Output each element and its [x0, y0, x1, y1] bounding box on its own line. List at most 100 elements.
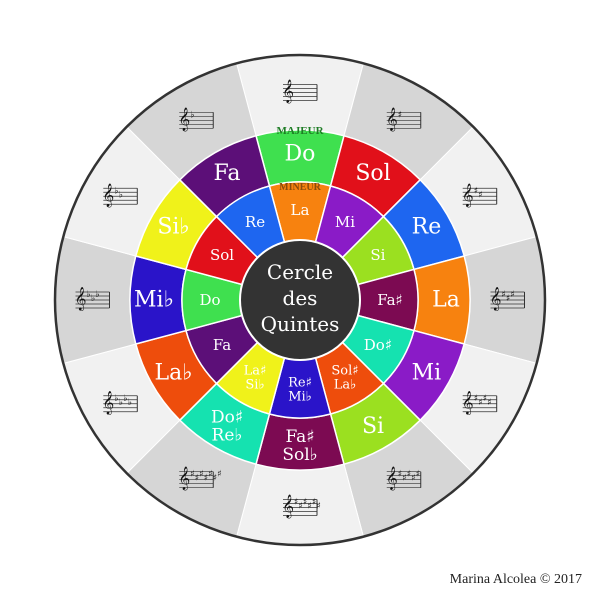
- staff-icon: 𝄞♯♯: [462, 182, 498, 207]
- minor-ring-label: MINEUR: [279, 182, 321, 193]
- accidental-mark: ♭: [128, 398, 132, 408]
- credit-text: Marina Alcolea © 2017: [449, 572, 582, 587]
- accidental-mark: ♯: [487, 398, 491, 408]
- center-disc: Cercle des Quintes: [239, 239, 361, 361]
- treble-clef-icon: 𝄞: [75, 286, 87, 311]
- accidental-mark: ♯: [402, 474, 406, 484]
- accidental-mark: ♯: [407, 470, 411, 480]
- minor-key-label: Sol♯: [331, 363, 358, 378]
- treble-clef-icon: 𝄞: [386, 466, 398, 491]
- accidental-mark: ♭: [87, 290, 91, 300]
- minor-key-label: Sol: [210, 246, 234, 264]
- major-key-label: Re: [412, 215, 442, 240]
- staff-icon: 𝄞♭♭: [102, 182, 138, 207]
- major-key-label: Mi♭: [134, 288, 174, 313]
- major-key-label: Do♯: [211, 407, 243, 427]
- accidental-mark: ♯: [474, 186, 478, 196]
- minor-key-label: La: [291, 201, 310, 219]
- accidental-mark: ♯: [294, 498, 298, 508]
- minor-key-label: Do♯: [364, 336, 392, 354]
- accidental-mark: ♯: [199, 470, 203, 480]
- accidental-mark: ♯: [208, 470, 212, 480]
- treble-clef-icon: 𝄞: [490, 286, 502, 311]
- center-line-1: Cercle: [267, 260, 333, 284]
- center-line-2: des: [283, 286, 318, 310]
- accidental-mark: ♯: [317, 502, 321, 512]
- accidental-mark: ♭: [119, 190, 123, 200]
- minor-key-segment: La: [268, 181, 332, 243]
- minor-key-label: Do: [199, 291, 220, 309]
- accidental-mark: ♯: [308, 502, 312, 512]
- major-key-label: Fa♯: [285, 427, 314, 447]
- minor-key-label: Fa♯: [377, 291, 403, 309]
- accidental-mark: ♯: [204, 474, 208, 484]
- major-key-label: Fa: [214, 161, 241, 186]
- major-key-label: Mi: [412, 361, 442, 386]
- minor-key-label: Mi♭: [288, 390, 312, 405]
- minor-key-label: Fa: [213, 336, 231, 354]
- accidental-mark: ♯: [213, 474, 217, 484]
- major-key-label: Sol: [355, 161, 390, 186]
- minor-key-label: Re: [245, 213, 265, 231]
- staff-icon: 𝄞♯♯♯♯♯: [386, 466, 422, 491]
- major-key-segment: Re: [382, 178, 466, 271]
- treble-clef-icon: 𝄞: [386, 106, 398, 131]
- major-key-label: Si♭: [157, 215, 189, 240]
- treble-clef-icon: 𝄞: [178, 106, 190, 131]
- accidental-mark: ♯: [478, 398, 482, 408]
- center-line-3: Quintes: [261, 312, 340, 336]
- treble-clef-icon: 𝄞: [178, 466, 190, 491]
- major-key-segment: Fa♯Sol♭: [255, 413, 345, 471]
- major-ring-label: MAJEUR: [276, 125, 324, 137]
- accidental-mark: ♯: [502, 290, 506, 300]
- staff-icon: 𝄞♯♯♯♯♯♯: [282, 494, 321, 519]
- accidental-mark: ♯: [416, 470, 420, 480]
- minor-key-segment: Sol♯La♭: [314, 341, 385, 415]
- accidental-mark: ♯: [483, 394, 487, 404]
- accidental-mark: ♯: [299, 502, 303, 512]
- treble-clef-icon: 𝄞: [102, 182, 114, 207]
- major-key-label: La♭: [155, 361, 193, 386]
- accidental-mark: ♭: [119, 398, 123, 408]
- accidental-mark: ♯: [478, 190, 482, 200]
- accidental-mark: ♭: [91, 294, 95, 304]
- accidental-mark: ♯: [217, 470, 221, 480]
- accidental-mark: ♭: [96, 290, 100, 300]
- major-key-segment: Do: [255, 129, 345, 187]
- accidental-mark: ♯: [506, 294, 510, 304]
- staff-icon: 𝄞♭♭♭: [75, 286, 110, 311]
- accidental-mark: ♯: [398, 470, 402, 480]
- major-key-label: Sol♭: [282, 445, 317, 465]
- minor-key-label: La♭: [334, 377, 357, 392]
- staff-icon: 𝄞♯: [386, 106, 422, 131]
- major-key-label: Re♭: [212, 425, 243, 445]
- staff-icon: 𝄞♭♭♭♭: [102, 390, 138, 415]
- major-key-segment: Fa: [178, 134, 271, 218]
- accidental-mark: ♭: [123, 394, 127, 404]
- accidental-mark: ♯: [190, 470, 194, 480]
- treble-clef-icon: 𝄞: [282, 494, 294, 519]
- accidental-mark: ♯: [398, 110, 402, 120]
- key-signature-segment: 𝄞: [235, 54, 365, 137]
- accidental-mark: ♯: [474, 394, 478, 404]
- major-key-label: La: [432, 288, 460, 313]
- treble-clef-icon: 𝄞: [462, 182, 474, 207]
- staff-icon: 𝄞♯♯♯: [490, 286, 525, 311]
- staff-icon: 𝄞♯♯♯♯♯♯♯: [178, 466, 221, 491]
- accidental-mark: ♯: [411, 474, 415, 484]
- major-key-segment: Mi♭: [129, 255, 187, 345]
- accidental-mark: ♭: [190, 110, 194, 120]
- treble-clef-icon: 𝄞: [282, 79, 294, 104]
- treble-clef-icon: 𝄞: [102, 390, 114, 415]
- accidental-mark: ♯: [303, 498, 307, 508]
- accidental-mark: ♭: [114, 394, 118, 404]
- major-key-segment: La: [413, 255, 471, 345]
- accidental-mark: ♭: [114, 186, 118, 196]
- key-signature-segment: 𝄞♭♭♭: [54, 235, 137, 365]
- staff-icon: 𝄞♭: [178, 106, 214, 131]
- minor-key-label: La♯: [244, 363, 267, 378]
- major-key-label: Si: [362, 414, 384, 439]
- staff-icon: 𝄞♯♯♯♯: [462, 390, 498, 415]
